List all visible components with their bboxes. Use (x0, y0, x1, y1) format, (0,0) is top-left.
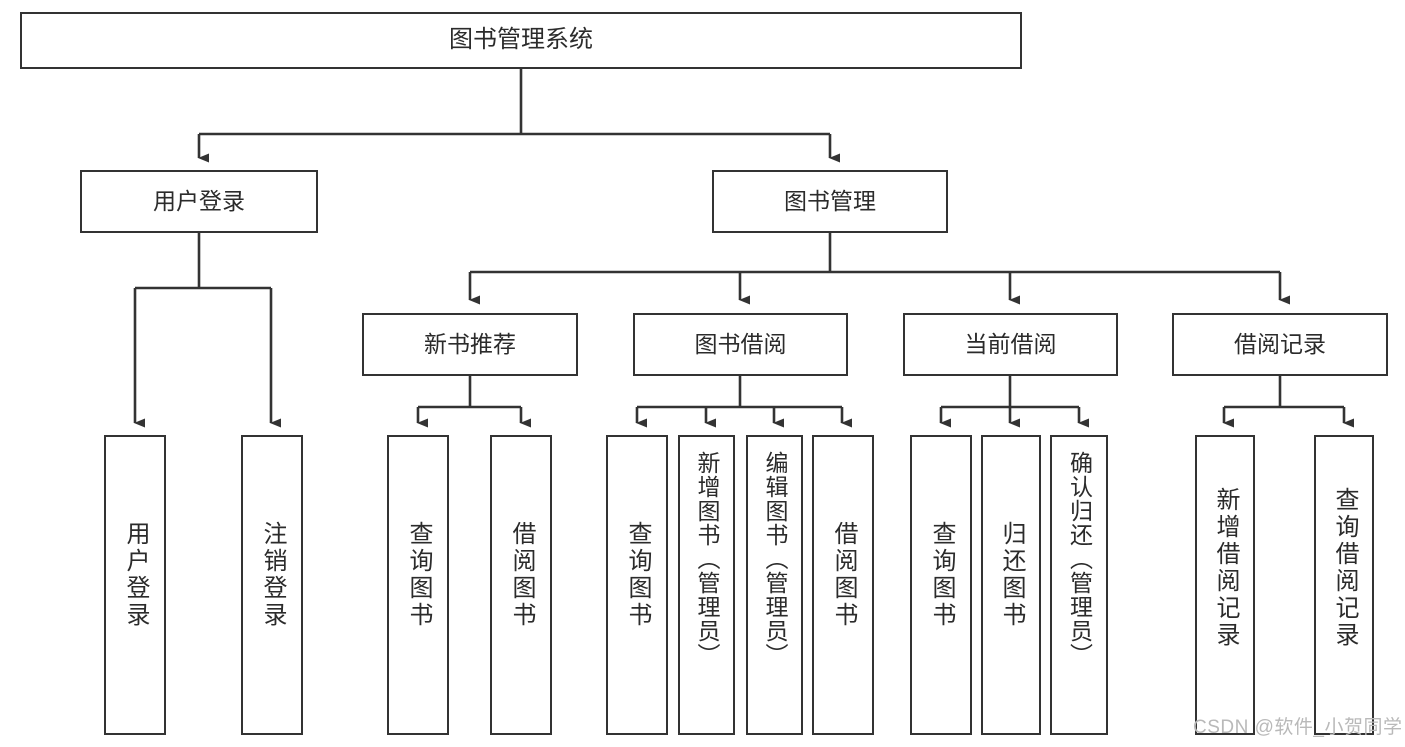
leaf-borrow-book-1[interactable]: 借阅图书 (490, 435, 552, 735)
leaf-borrow-book-2-label: 借阅图书 (830, 521, 857, 629)
leaf-edit-book-label: 编辑图书（管理员） (762, 451, 788, 667)
leaf-user-login[interactable]: 用户登录 (104, 435, 166, 735)
leaf-confirm-return[interactable]: 确认归还（管理员） (1050, 435, 1108, 735)
node-book-borrow-label: 图书借阅 (694, 330, 787, 357)
leaf-query-book-2-label: 查询图书 (624, 521, 651, 629)
leaf-return-book-label: 归还图书 (998, 521, 1025, 629)
node-book-borrow[interactable]: 图书借阅 (633, 313, 848, 376)
leaf-query-book-2[interactable]: 查询图书 (606, 435, 668, 735)
leaf-user-logout[interactable]: 注销登录 (241, 435, 303, 735)
leaf-edit-book[interactable]: 编辑图书（管理员） (746, 435, 803, 735)
watermark: CSDN @软件_小贺同学 (1193, 717, 1403, 738)
leaf-borrow-book-2[interactable]: 借阅图书 (812, 435, 874, 735)
leaf-query-book-3[interactable]: 查询图书 (910, 435, 972, 735)
node-current-borrow[interactable]: 当前借阅 (903, 313, 1118, 376)
node-new-book-recommend[interactable]: 新书推荐 (362, 313, 578, 376)
leaf-add-book[interactable]: 新增图书（管理员） (678, 435, 735, 735)
leaf-user-logout-label: 注销登录 (259, 521, 286, 629)
leaf-query-record-label: 查询借阅记录 (1331, 487, 1358, 649)
node-book-management-label: 图书管理 (784, 187, 876, 214)
leaf-add-record[interactable]: 新增借阅记录 (1195, 435, 1255, 735)
node-user-login[interactable]: 用户登录 (80, 170, 318, 233)
node-user-login-label: 用户登录 (153, 187, 245, 214)
node-new-book-recommend-label: 新书推荐 (424, 330, 516, 357)
leaf-borrow-book-1-label: 借阅图书 (508, 521, 535, 629)
leaf-query-book-1-label: 查询图书 (405, 521, 432, 629)
leaf-add-record-label: 新增借阅记录 (1212, 487, 1239, 649)
node-current-borrow-label: 当前借阅 (964, 330, 1057, 357)
leaf-user-login-label: 用户登录 (122, 521, 149, 629)
node-root[interactable]: 图书管理系统 (20, 12, 1022, 69)
node-borrow-record[interactable]: 借阅记录 (1172, 313, 1388, 376)
leaf-confirm-return-label: 确认归还（管理员） (1066, 451, 1093, 667)
node-root-label: 图书管理系统 (449, 26, 593, 54)
node-book-management[interactable]: 图书管理 (712, 170, 948, 233)
leaf-query-book-1[interactable]: 查询图书 (387, 435, 449, 735)
leaf-query-record[interactable]: 查询借阅记录 (1314, 435, 1374, 735)
leaf-add-book-label: 新增图书（管理员） (694, 451, 720, 667)
node-borrow-record-label: 借阅记录 (1234, 330, 1326, 357)
leaf-return-book[interactable]: 归还图书 (981, 435, 1041, 735)
leaf-query-book-3-label: 查询图书 (928, 521, 955, 629)
